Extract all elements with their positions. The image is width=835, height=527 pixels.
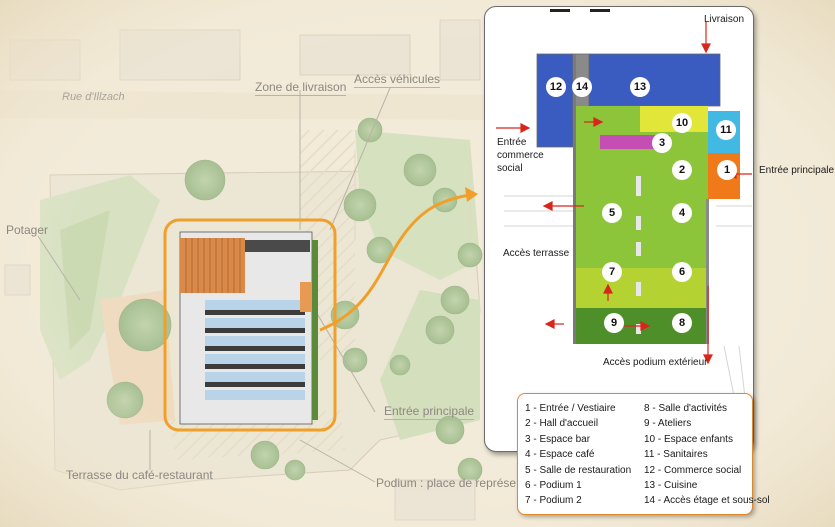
- floor-plan: [496, 9, 752, 407]
- podium-label: Podium : place de représenta: [376, 476, 533, 490]
- scale-bar: [550, 9, 630, 12]
- room-marker-2: 2: [672, 160, 692, 180]
- room-5: [575, 106, 640, 268]
- room-legend: 1 - Entrée / Vestiaire 2 - Hall d'accuei…: [517, 393, 770, 515]
- entree-principale-plan-label: Entrée principale: [759, 165, 835, 176]
- legend-item: 13 - Cuisine: [644, 479, 698, 491]
- legend-item: 1 - Entrée / Vestiaire: [525, 403, 616, 414]
- room-13: [588, 53, 721, 107]
- legend-item: 5 - Salle de restauration: [525, 464, 632, 476]
- legend-item: 7 - Podium 2: [525, 495, 582, 507]
- entree-commerce-label-3: social: [497, 163, 523, 174]
- room-marker-4: 4: [672, 203, 692, 223]
- callout-arrow: [319, 193, 471, 332]
- legend-item: 3 - Espace bar: [525, 433, 591, 445]
- site-building: [179, 231, 318, 425]
- room-marker-14: 14: [572, 77, 592, 97]
- room-2-4: [640, 132, 708, 268]
- legend-item: 4 - Espace café: [525, 449, 595, 461]
- room-marker-6: 6: [672, 262, 692, 282]
- room-marker-13: 13: [630, 77, 650, 97]
- entree-commerce-label-2: commerce: [497, 150, 544, 161]
- room-marker-8: 8: [672, 313, 692, 333]
- terrasse-label: Terrasse du café-restaurant: [66, 468, 213, 482]
- room-marker-10: 10: [672, 113, 692, 133]
- building-callout-frame: [163, 218, 337, 432]
- legend-item: 2 - Hall d'accueil: [525, 418, 599, 430]
- room-marker-1: 1: [717, 160, 737, 180]
- legend-item: 10 - Espace enfants: [644, 433, 733, 445]
- acces-podium-label: Accès podium extérieur: [603, 357, 708, 368]
- room-marker-3: 3: [652, 133, 672, 153]
- livraison-label: Livraison: [704, 14, 745, 25]
- zone-livraison-label: Zone de livraison: [255, 80, 347, 96]
- room-marker-5: 5: [602, 203, 622, 223]
- room-marker-7: 7: [602, 262, 622, 282]
- legend-item: 8 - Salle d'activités: [644, 403, 728, 414]
- potager-label: Potager: [6, 223, 49, 237]
- entree-commerce-label-1: Entrée: [497, 137, 527, 148]
- legend-column-right: 8 - Salle d'activités 9 - Ateliers 10 - …: [644, 401, 770, 509]
- room-marker-12: 12: [546, 77, 566, 97]
- street-label: Rue d'Illzach: [62, 91, 125, 103]
- acces-terrasse-label: Accès terrasse: [503, 248, 570, 259]
- legend-item: 11 - Sanitaires: [644, 449, 708, 461]
- entree-principale-site-label: Entrée principale: [384, 404, 475, 420]
- acces-vehicules-label: Accès véhicules: [354, 72, 441, 88]
- room-12: [536, 53, 574, 148]
- room-marker-9: 9: [604, 313, 624, 333]
- legend-item: 14 - Accès étage et sous-sol: [644, 495, 770, 507]
- legend-item: 6 - Podium 1: [525, 479, 582, 491]
- legend-item: 9 - Ateliers: [644, 418, 692, 430]
- legend-item: 12 - Commerce social: [644, 464, 742, 476]
- legend-column-left: 1 - Entrée / Vestiaire 2 - Hall d'accuei…: [525, 401, 631, 509]
- room-marker-11: 11: [716, 120, 736, 140]
